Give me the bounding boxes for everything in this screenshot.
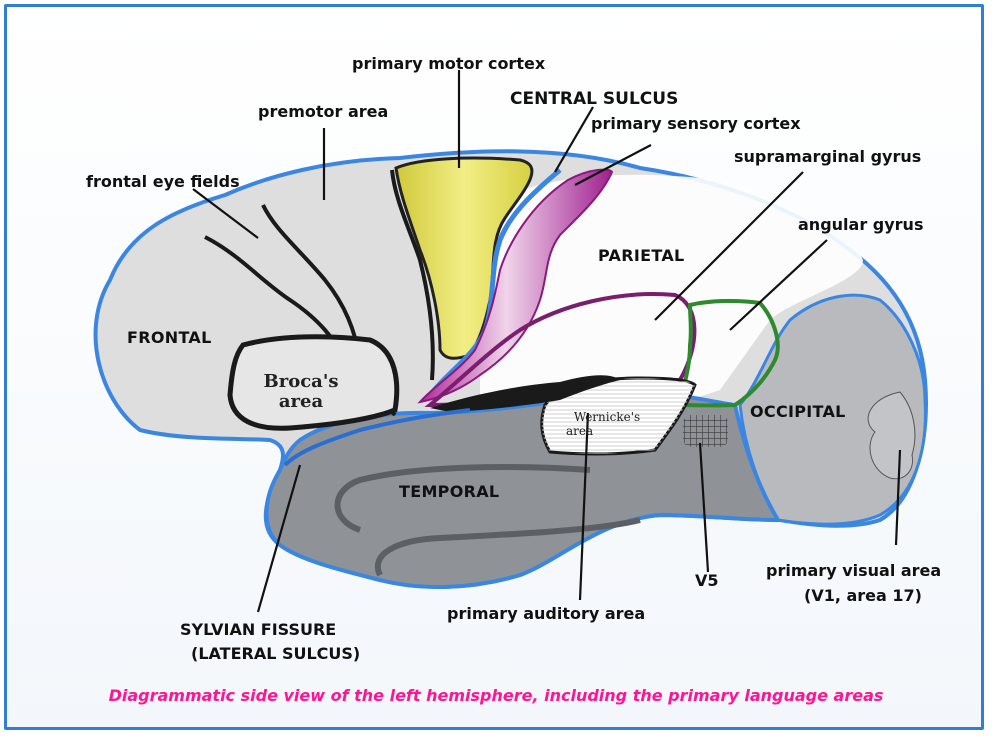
- label-primary-motor-cortex: primary motor cortex: [352, 54, 545, 73]
- label-premotor-area: premotor area: [258, 102, 388, 121]
- label-frontal-eye-fields: frontal eye fields: [86, 172, 240, 191]
- wernickes-line2: area: [562, 424, 652, 438]
- label-wernickes-area: Wernicke's area: [562, 410, 652, 438]
- label-primary-sensory-cortex: primary sensory cortex: [591, 114, 801, 133]
- label-sylvian-fissure: SYLVIAN FISSURE: [180, 620, 336, 639]
- brocas-line1: Broca's: [258, 372, 344, 392]
- label-temporal: TEMPORAL: [399, 482, 499, 501]
- label-supramarginal-gyrus: supramarginal gyrus: [734, 147, 921, 166]
- label-occipital: OCCIPITAL: [750, 402, 846, 421]
- label-brocas-area: Broca's area: [258, 372, 344, 412]
- label-central-sulcus: CENTRAL SULCUS: [510, 89, 678, 109]
- label-v5: V5: [695, 571, 719, 590]
- label-primary-auditory-area: primary auditory area: [447, 604, 645, 623]
- wernickes-line1: Wernicke's: [562, 410, 652, 424]
- primary-visual-area: [868, 392, 915, 479]
- label-primary-visual-area-sub: (V1, area 17): [804, 586, 922, 605]
- label-primary-visual-area: primary visual area: [766, 561, 941, 580]
- v5-area: [683, 415, 728, 447]
- label-lateral-sulcus: (LATERAL SULCUS): [191, 644, 360, 663]
- figure-caption: Diagrammatic side view of the left hemis…: [0, 686, 992, 705]
- brocas-line2: area: [258, 392, 344, 412]
- label-frontal: FRONTAL: [127, 328, 212, 347]
- label-parietal: PARIETAL: [598, 246, 685, 265]
- label-angular-gyrus: angular gyrus: [798, 215, 923, 234]
